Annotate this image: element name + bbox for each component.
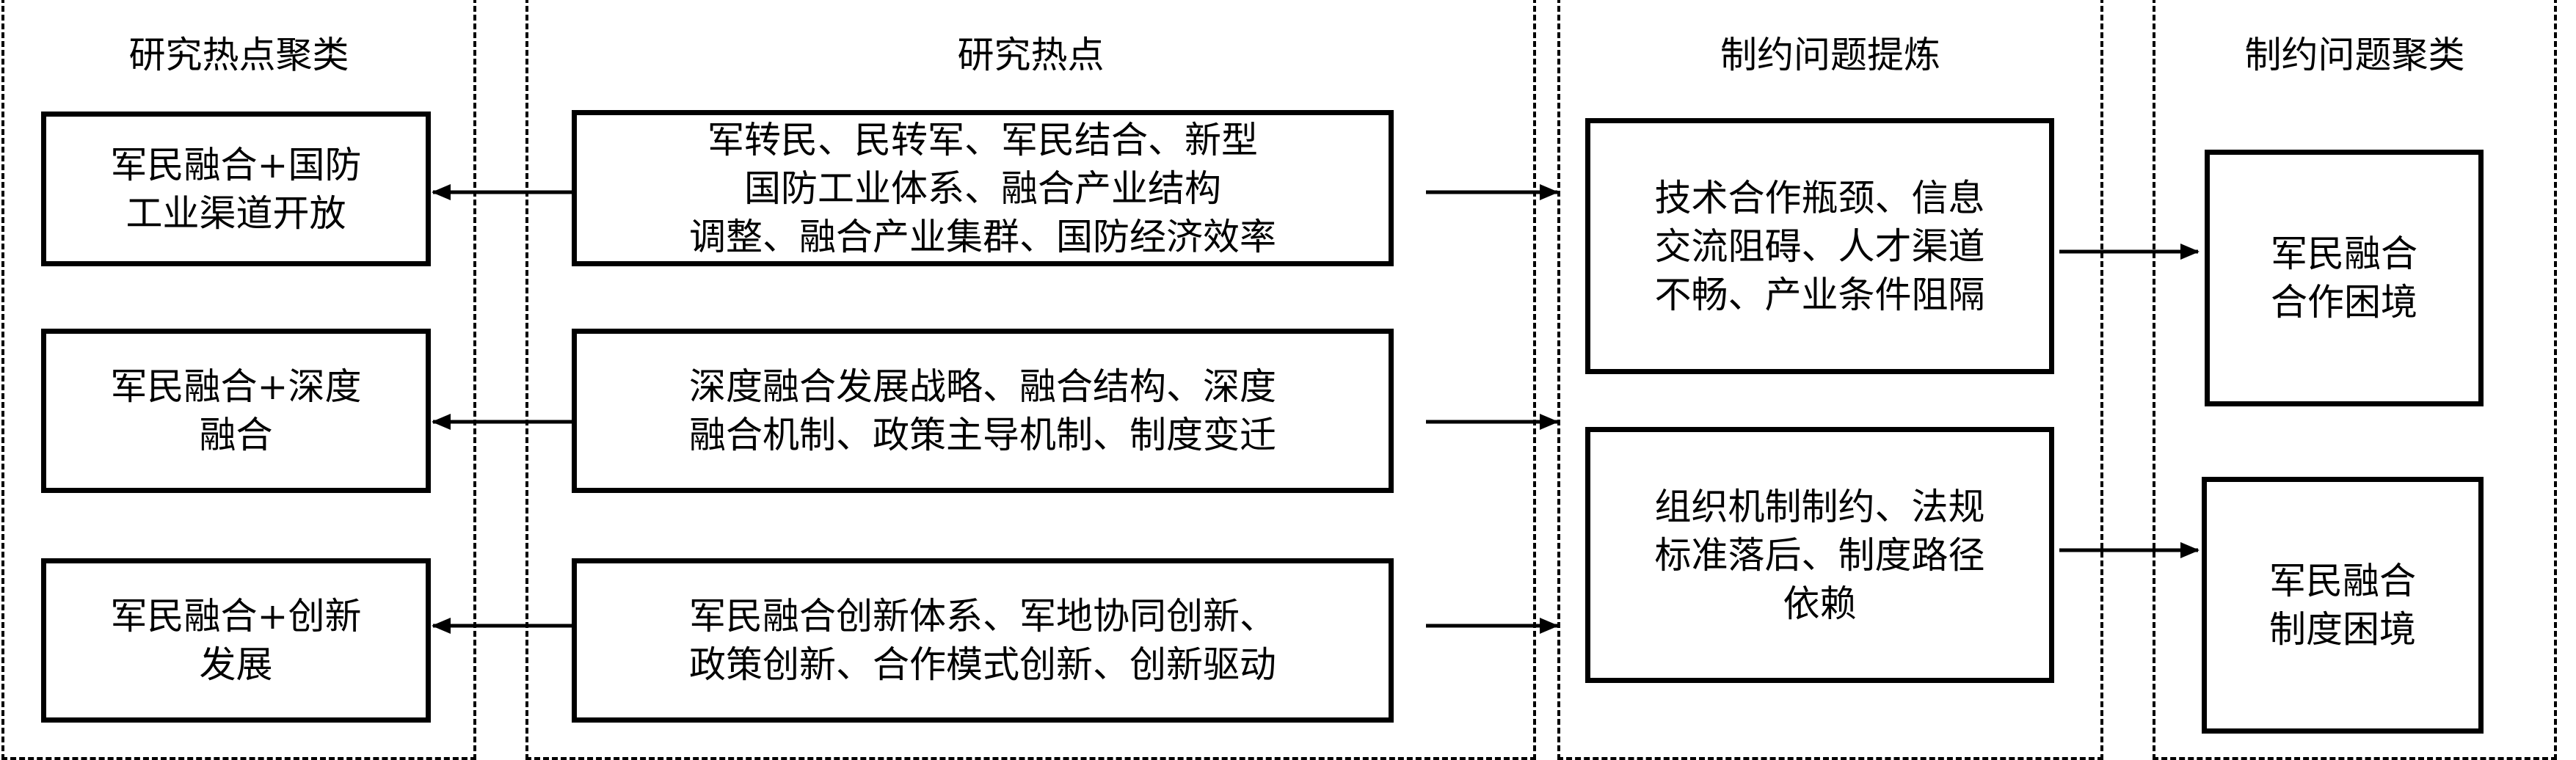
problem-box: 组织机制制约、法规 标准落后、制度路径 依赖 bbox=[1585, 427, 2054, 683]
column-title-hotspot-clusters: 研究热点聚类 bbox=[128, 34, 349, 76]
problem-cluster-box: 军民融合 制度困境 bbox=[2202, 477, 2484, 734]
cluster-box: 军民融合+深度 融合 bbox=[41, 329, 431, 493]
hotspot-box: 深度融合发展战略、融合结构、深度 融合机制、政策主导机制、制度变迁 bbox=[572, 329, 1394, 493]
cluster-box: 军民融合+创新 发展 bbox=[41, 558, 431, 723]
problem-cluster-box: 军民融合 合作困境 bbox=[2205, 150, 2484, 406]
problem-box: 技术合作瓶颈、信息 交流阻碍、人才渠道 不畅、产业条件阻隔 bbox=[1585, 118, 2054, 374]
hotspot-box: 军转民、民转军、军民结合、新型 国防工业体系、融合产业结构 调整、融合产业集群、… bbox=[572, 110, 1394, 266]
column-title-problem-extraction: 制约问题提炼 bbox=[1720, 34, 1940, 76]
column-title-problem-clusters: 制约问题聚类 bbox=[2244, 34, 2465, 76]
hotspot-box: 军民融合创新体系、军地协同创新、 政策创新、合作模式创新、创新驱动 bbox=[572, 558, 1394, 723]
cluster-box: 军民融合+国防 工业渠道开放 bbox=[41, 112, 431, 266]
column-title-hotspots: 研究热点 bbox=[957, 34, 1105, 76]
